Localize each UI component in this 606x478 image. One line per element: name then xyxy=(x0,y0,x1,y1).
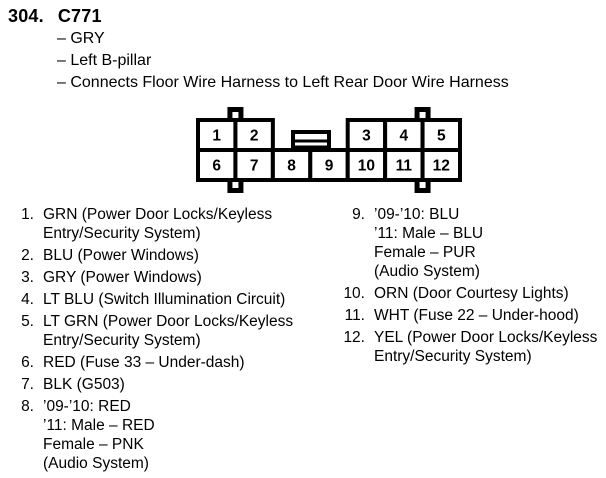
pin-description: RED (Fuse 33 – Under-dash) xyxy=(43,353,245,372)
pin-number: 7. xyxy=(21,376,34,393)
pin-cell-label-2: 2 xyxy=(250,128,259,145)
section-number: 304. xyxy=(8,6,44,26)
pin-cell-label-6: 6 xyxy=(212,158,221,175)
pin-number: 8. xyxy=(21,398,34,415)
pin-cell-6 xyxy=(196,148,238,182)
pin-item-11: 11. WHT (Fuse 22 – Under-hood) xyxy=(334,306,600,325)
pin-item-9: 9. ’09-’10: BLU ’11: Male – BLU Female –… xyxy=(334,205,600,281)
pin-description: ’09-’10: RED ’11: Male – RED Female – PN… xyxy=(43,397,155,473)
pin-description-line: Entry/Security System) xyxy=(43,225,201,242)
pin-description-line: Entry/Security System) xyxy=(374,348,532,365)
pin-item-7: 7. BLK (G503) xyxy=(7,375,329,394)
pin-number: 10. xyxy=(343,285,365,302)
pin-description-line: BLK (G503) xyxy=(43,376,125,393)
pin-description-line: WHT (Fuse 22 – Under-hood) xyxy=(374,307,579,324)
pin-item-8: 8. ’09-’10: RED ’11: Male – RED Female –… xyxy=(7,397,329,473)
connector-svg: 1 2 3 4 5 6 7 8 9 10 11 12 xyxy=(196,107,463,193)
pin-description: WHT (Fuse 22 – Under-hood) xyxy=(374,306,579,325)
pin-description: YEL (Power Door Locks/Keyless Entry/Secu… xyxy=(374,328,597,366)
pin-description-line: BLU (Power Windows) xyxy=(43,247,199,264)
pin-item-6: 6. RED (Fuse 33 – Under-dash) xyxy=(7,353,329,372)
pin-description-line: Female – PNK xyxy=(43,436,144,453)
pin-description-line: ORN (Door Courtesy Lights) xyxy=(374,285,569,302)
pin-cell-label-12: 12 xyxy=(433,158,450,175)
pin-item-12: 12. YEL (Power Door Locks/Keyless Entry/… xyxy=(334,328,600,366)
pin-cell-label-11: 11 xyxy=(396,158,413,175)
pin-cell-2 xyxy=(233,118,275,152)
pin-description: BLU (Power Windows) xyxy=(43,246,199,265)
pin-number: 5. xyxy=(21,313,34,330)
pin-description: ORN (Door Courtesy Lights) xyxy=(374,284,569,303)
pin-description-line: YEL (Power Door Locks/Keyless xyxy=(374,329,598,346)
pin-number: 3. xyxy=(21,269,34,286)
pin-description-line: Female – PUR xyxy=(374,244,476,261)
pin-item-5: 5. LT GRN (Power Door Locks/Keyless Entr… xyxy=(7,312,329,350)
pin-item-10: 10. ORN (Door Courtesy Lights) xyxy=(334,284,600,303)
section-header: 304. C771 xyxy=(8,6,102,27)
pin-cell-5 xyxy=(420,118,463,152)
pin-description: GRY (Power Windows) xyxy=(43,268,202,287)
pin-item-3: 3. GRY (Power Windows) xyxy=(7,268,329,287)
pin-list-left: 1. GRN (Power Door Locks/Keyless Entry/S… xyxy=(7,205,329,476)
pin-description-line: Entry/Security System) xyxy=(43,332,201,349)
pin-description-line: ’11: Male – BLU xyxy=(374,225,484,242)
pin-cell-label-4: 4 xyxy=(400,128,409,145)
pin-description-line: LT GRN (Power Door Locks/Keyless xyxy=(43,313,294,330)
pin-description: LT BLU (Switch Illumination Circuit) xyxy=(43,290,285,309)
pin-description-line: RED (Fuse 33 – Under-dash) xyxy=(43,354,245,371)
connector-attributes: – GRY – Left B-pillar – Connects Floor W… xyxy=(57,28,509,94)
pin-number: 9. xyxy=(352,206,365,223)
attribute-function: – Connects Floor Wire Harness to Left Re… xyxy=(57,74,509,91)
pin-description-line: ’09-’10: BLU xyxy=(374,206,460,223)
pin-number: 11. xyxy=(344,307,365,324)
pin-item-2: 2. BLU (Power Windows) xyxy=(7,246,329,265)
pin-description-line: ’09-’10: RED xyxy=(43,398,131,415)
pin-item-4: 4. LT BLU (Switch Illumination Circuit) xyxy=(7,290,329,309)
pin-description: BLK (G503) xyxy=(43,375,125,394)
pin-description: GRN (Power Door Locks/Keyless Entry/Secu… xyxy=(43,205,272,243)
pin-number: 6. xyxy=(21,354,34,371)
pin-cell-7 xyxy=(233,148,275,182)
attribute-location: – Left B-pillar xyxy=(57,52,152,69)
pin-cell-label-3: 3 xyxy=(362,128,371,145)
pin-description: LT GRN (Power Door Locks/Keyless Entry/S… xyxy=(43,312,293,350)
pin-cell-12 xyxy=(420,148,463,182)
pin-number: 12. xyxy=(343,329,365,346)
pin-cell-label-7: 7 xyxy=(250,158,259,175)
pin-description-line: ’11: Male – RED xyxy=(43,417,155,434)
pin-description-line: LT BLU (Switch Illumination Circuit) xyxy=(43,291,286,308)
pin-description-line: (Audio System) xyxy=(374,263,480,280)
pin-cell-label-1: 1 xyxy=(212,128,221,145)
pin-number: 1. xyxy=(21,206,34,223)
pin-description-line: (Audio System) xyxy=(43,455,149,472)
pin-item-1: 1. GRN (Power Door Locks/Keyless Entry/S… xyxy=(7,205,329,243)
connector-diagram: 1 2 3 4 5 6 7 8 9 10 11 12 xyxy=(190,104,466,196)
pin-number: 2. xyxy=(21,247,34,264)
pin-cell-label-10: 10 xyxy=(358,158,375,175)
pin-cell-label-5: 5 xyxy=(437,128,446,145)
pin-description-line: GRY (Power Windows) xyxy=(43,269,202,286)
connector-title: C771 xyxy=(57,6,102,26)
pin-description-line: GRN (Power Door Locks/Keyless xyxy=(43,206,273,223)
attribute-color: – GRY xyxy=(57,30,105,47)
pin-number: 4. xyxy=(21,291,34,308)
pin-list-right: 9. ’09-’10: BLU ’11: Male – BLU Female –… xyxy=(334,205,600,369)
pin-description: ’09-’10: BLU ’11: Male – BLU Female – PU… xyxy=(374,205,483,281)
pin-cell-label-9: 9 xyxy=(325,158,334,175)
pin-cell-label-8: 8 xyxy=(287,158,296,175)
